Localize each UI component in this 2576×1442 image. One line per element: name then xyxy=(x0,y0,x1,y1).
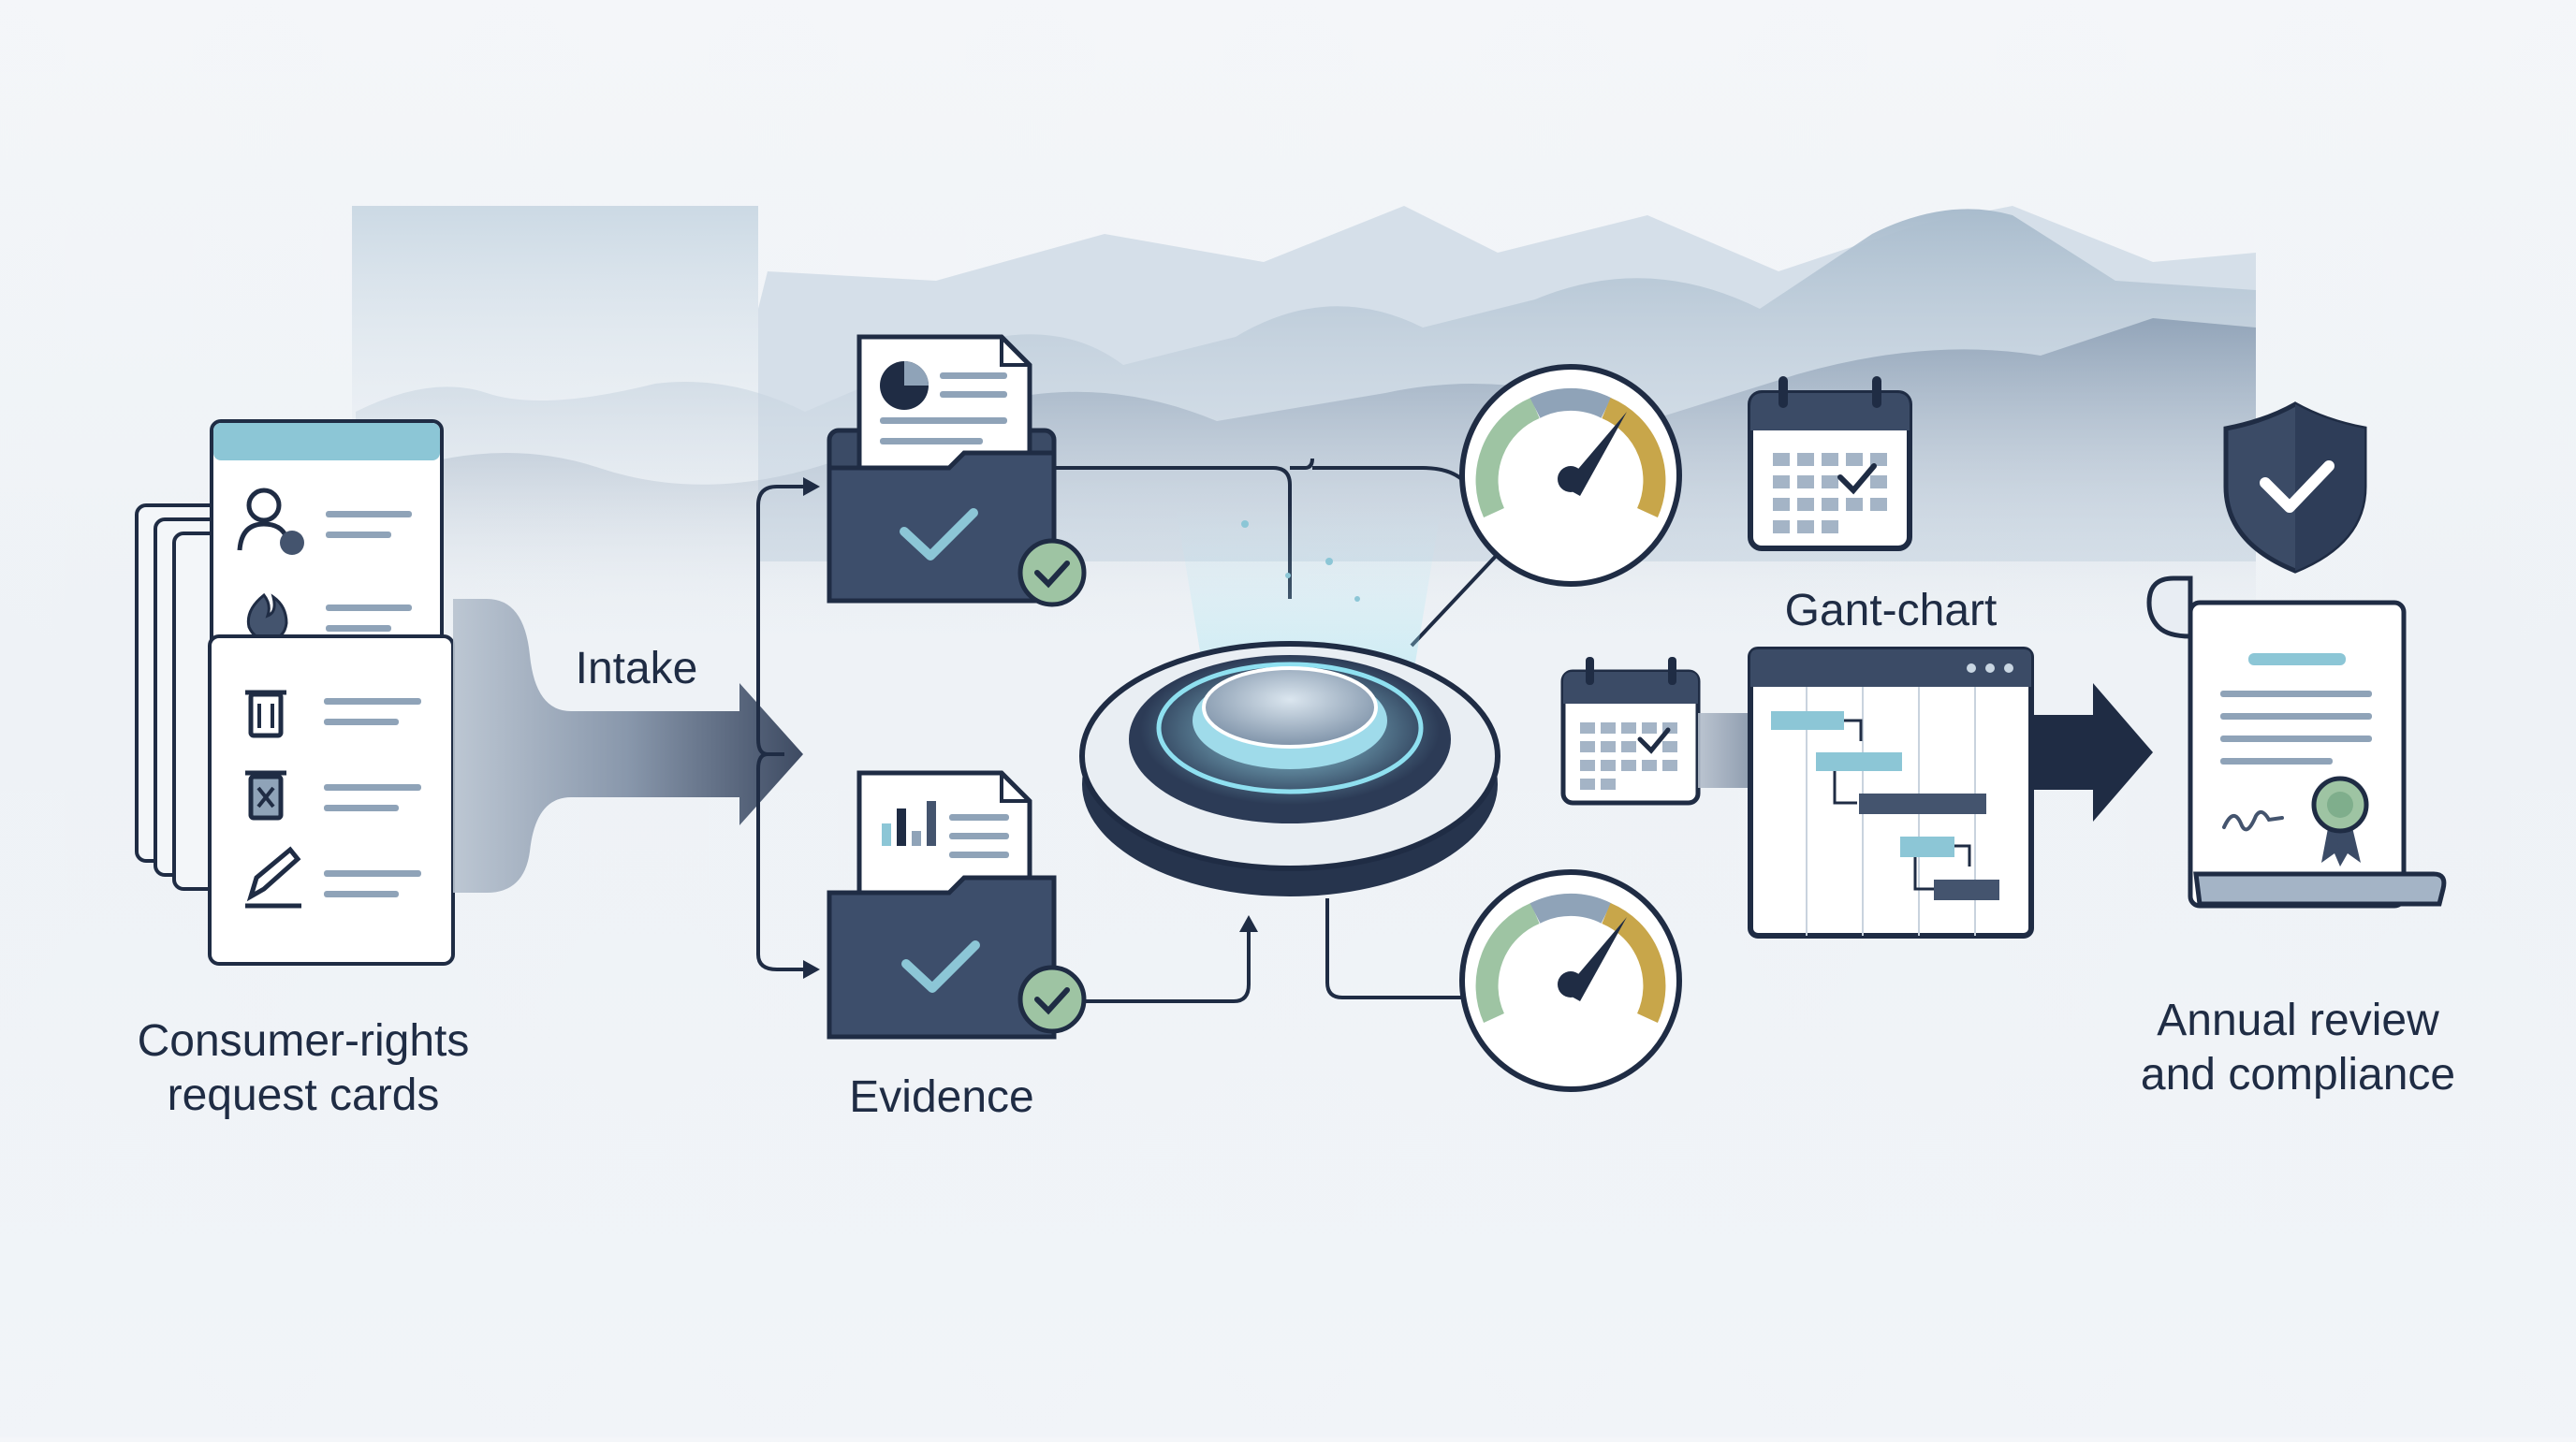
request-cards-label: Consumer-rights request cards xyxy=(107,1014,500,1123)
shield-check-icon xyxy=(2223,401,2367,574)
calendar-check-icon-top xyxy=(1748,376,1912,551)
calendar-check-icon-bottom xyxy=(1560,657,1701,806)
intake-flow-arrow xyxy=(453,599,803,893)
annual-review-label: Annual review and compliance xyxy=(2087,994,2509,1102)
branch-connectors xyxy=(756,458,1501,1003)
gauge-icon-top xyxy=(1459,364,1682,587)
annual-review-label-line2: and compliance xyxy=(2140,1050,2456,1100)
annual-review-label-line1: Annual review xyxy=(2157,996,2439,1045)
user-icon xyxy=(237,488,304,555)
arrow-right-icon-large xyxy=(2031,683,2153,822)
arrow-right-icon xyxy=(803,477,820,496)
hub-platform xyxy=(1079,505,1500,896)
arrow-up-icon xyxy=(1239,915,1258,932)
request-cards-label-line1: Consumer-rights xyxy=(137,1016,470,1066)
folder-check-icon-top xyxy=(827,334,1087,607)
gantt-chart-window xyxy=(1748,647,2034,939)
arrow-right-icon xyxy=(803,960,820,979)
intake-label: Intake xyxy=(575,644,698,693)
arrowheads xyxy=(803,477,1258,979)
pencil-icon xyxy=(245,846,301,909)
request-cards-label-line2: request cards xyxy=(167,1071,440,1120)
flame-icon xyxy=(246,592,288,642)
gantt-flow-band xyxy=(1698,713,1750,788)
certificate-scroll-icon xyxy=(2146,575,2447,909)
bar-chart-document-icon xyxy=(856,770,1032,909)
delete-icon xyxy=(245,770,286,821)
rosette-seal-icon xyxy=(2311,776,2369,867)
evidence-label: Evidence xyxy=(849,1072,1034,1122)
pie-chart-document-icon xyxy=(856,334,1032,471)
gauge-icon-bottom xyxy=(1459,869,1682,1092)
folder-check-icon-bottom xyxy=(827,770,1087,1040)
gantt-label: Gant-chart xyxy=(1784,586,1998,635)
trash-icon xyxy=(245,690,286,738)
request-card-stack xyxy=(135,419,455,966)
